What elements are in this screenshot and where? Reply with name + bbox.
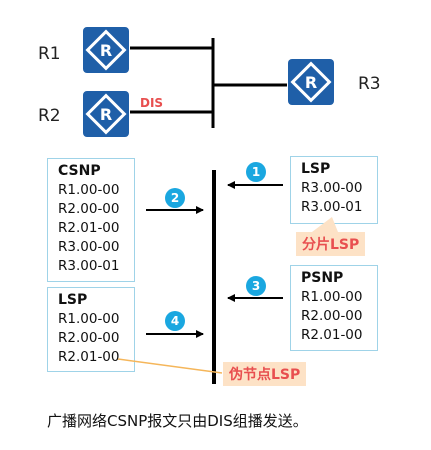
router-r2-icon: R [82,90,130,142]
lsp-left-entry: R2.00-00 [58,330,120,346]
psnp-entry: R2.00-00 [301,308,363,324]
fragment-lsp-tag: 分片LSP [296,232,366,256]
pseudonode-callout-line [117,358,223,374]
lsp-left-entry: R1.00-00 [58,311,120,327]
lsp-right-entry: R3.00-00 [301,180,363,196]
lsp-right-box: LSP R3.00-00 R3.00-01 [290,156,378,224]
psnp-entry: R1.00-00 [301,289,363,305]
pseudonode-lsp-tag: 伪节点LSP [223,362,307,386]
step-3-badge: 3 [246,276,266,296]
router-r1-icon: R [82,26,130,78]
topology-diagram [130,38,287,128]
csnp-entry: R2.00-00 [58,201,120,217]
svg-text:R: R [100,105,112,124]
lsp-left-entry: R2.01-00 [58,349,120,365]
svg-text:R: R [100,41,112,60]
psnp-entry: R2.01-00 [301,327,363,343]
step-1-badge: 1 [246,162,266,182]
csnp-entry: R3.00-01 [58,258,120,274]
lsp-left-title: LSP [58,292,88,308]
csnp-entry: R3.00-00 [58,239,120,255]
psnp-title: PSNP [301,270,344,286]
dis-label: DIS [140,96,164,110]
router-r1-label: R1 [38,44,61,64]
fragment-callout-pointer [312,217,338,232]
csnp-entry: R1.00-00 [58,182,120,198]
csnp-title: CSNP [58,163,101,179]
step-2-badge: 2 [165,188,185,208]
diagram-caption: 广播网络CSNP报文只由DIS组播发送。 [47,412,308,430]
svg-text:R: R [305,73,317,92]
lsp-left-box: LSP R1.00-00 R2.00-00 R2.01-00 [47,287,135,372]
csnp-box: CSNP R1.00-00 R2.00-00 R2.01-00 R3.00-00… [47,158,135,282]
psnp-box: PSNP R1.00-00 R2.00-00 R2.01-00 [290,265,378,351]
csnp-entry: R2.01-00 [58,220,120,236]
router-r2-label: R2 [38,106,61,126]
lsp-right-entry: R3.00-01 [301,199,363,215]
step-4-badge: 4 [165,311,185,331]
lsp-right-title: LSP [301,161,331,177]
router-r3-icon: R [287,58,335,110]
router-r3-label: R3 [358,74,381,94]
central-link-line [212,170,216,384]
